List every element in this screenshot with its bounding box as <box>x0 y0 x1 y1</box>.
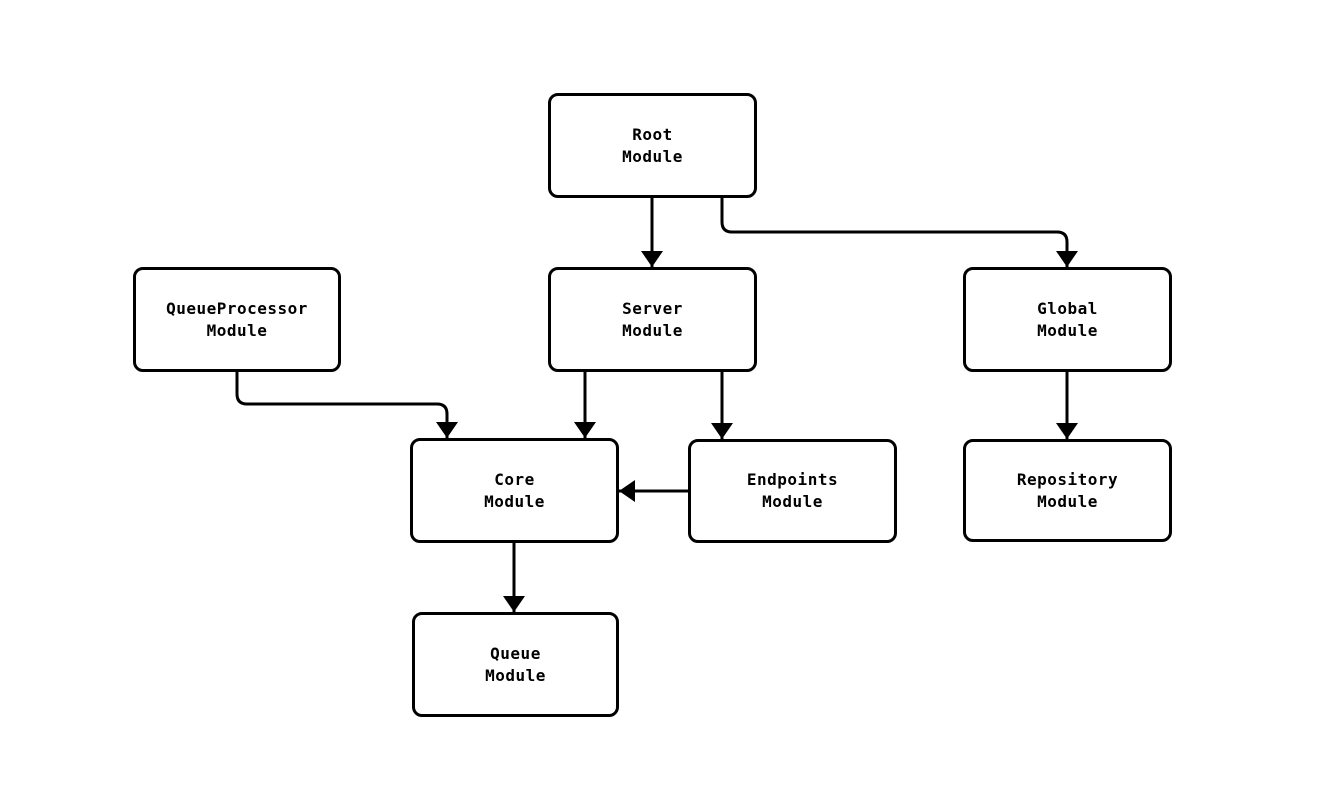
module-node-endpoints: Endpoints Module <box>688 439 897 543</box>
module-node-core: Core Module <box>410 438 619 543</box>
module-node-label: Queue Module <box>485 643 546 685</box>
module-node-queueprocessor: QueueProcessor Module <box>133 267 341 372</box>
module-node-server: Server Module <box>548 267 757 372</box>
module-node-label: Root Module <box>622 124 683 166</box>
module-node-label: QueueProcessor Module <box>166 298 308 340</box>
module-node-root: Root Module <box>548 93 757 198</box>
edge-root-to-global <box>720 198 1078 267</box>
module-node-label: Core Module <box>484 469 545 511</box>
module-node-queue: Queue Module <box>412 612 619 717</box>
module-node-label: Global Module <box>1037 298 1098 340</box>
module-node-repository: Repository Module <box>963 439 1172 542</box>
edge-queueprocessor-to-core <box>235 372 458 438</box>
module-node-label: Endpoints Module <box>746 470 839 511</box>
module-node-global: Global Module <box>963 267 1172 372</box>
module-node-label: Repository Module <box>1016 469 1119 511</box>
module-node-label: Server Module <box>622 298 683 340</box>
